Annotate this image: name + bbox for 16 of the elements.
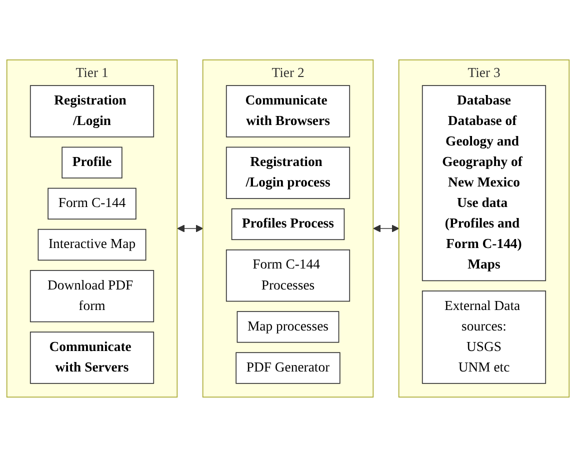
- node-box: Form C-144 Processes: [226, 249, 350, 302]
- node-box: Profiles Process: [231, 208, 345, 240]
- node-box: External Data sources: USGS UNM etc: [422, 290, 546, 384]
- node-box: Registration /Login process: [226, 146, 350, 199]
- node-box: Registration /Login: [30, 85, 154, 138]
- arrow: [373, 224, 400, 232]
- node-box: Database Database of Geology and Geography of New Mexico Use data (Profiles and Form C-144) Maps: [422, 85, 546, 282]
- node-box: Map processes: [236, 311, 340, 343]
- node-box: Download PDF form: [30, 270, 154, 322]
- node-box: Communicate with Servers: [30, 332, 154, 384]
- node-box: Form C-144: [48, 188, 136, 220]
- node-box: Communicate with Browsers: [226, 85, 350, 138]
- node-box: Profile: [62, 146, 122, 178]
- arrow: [177, 224, 204, 232]
- node-box: Interactive Map: [38, 228, 146, 261]
- node-box: PDF Generator: [236, 352, 340, 384]
